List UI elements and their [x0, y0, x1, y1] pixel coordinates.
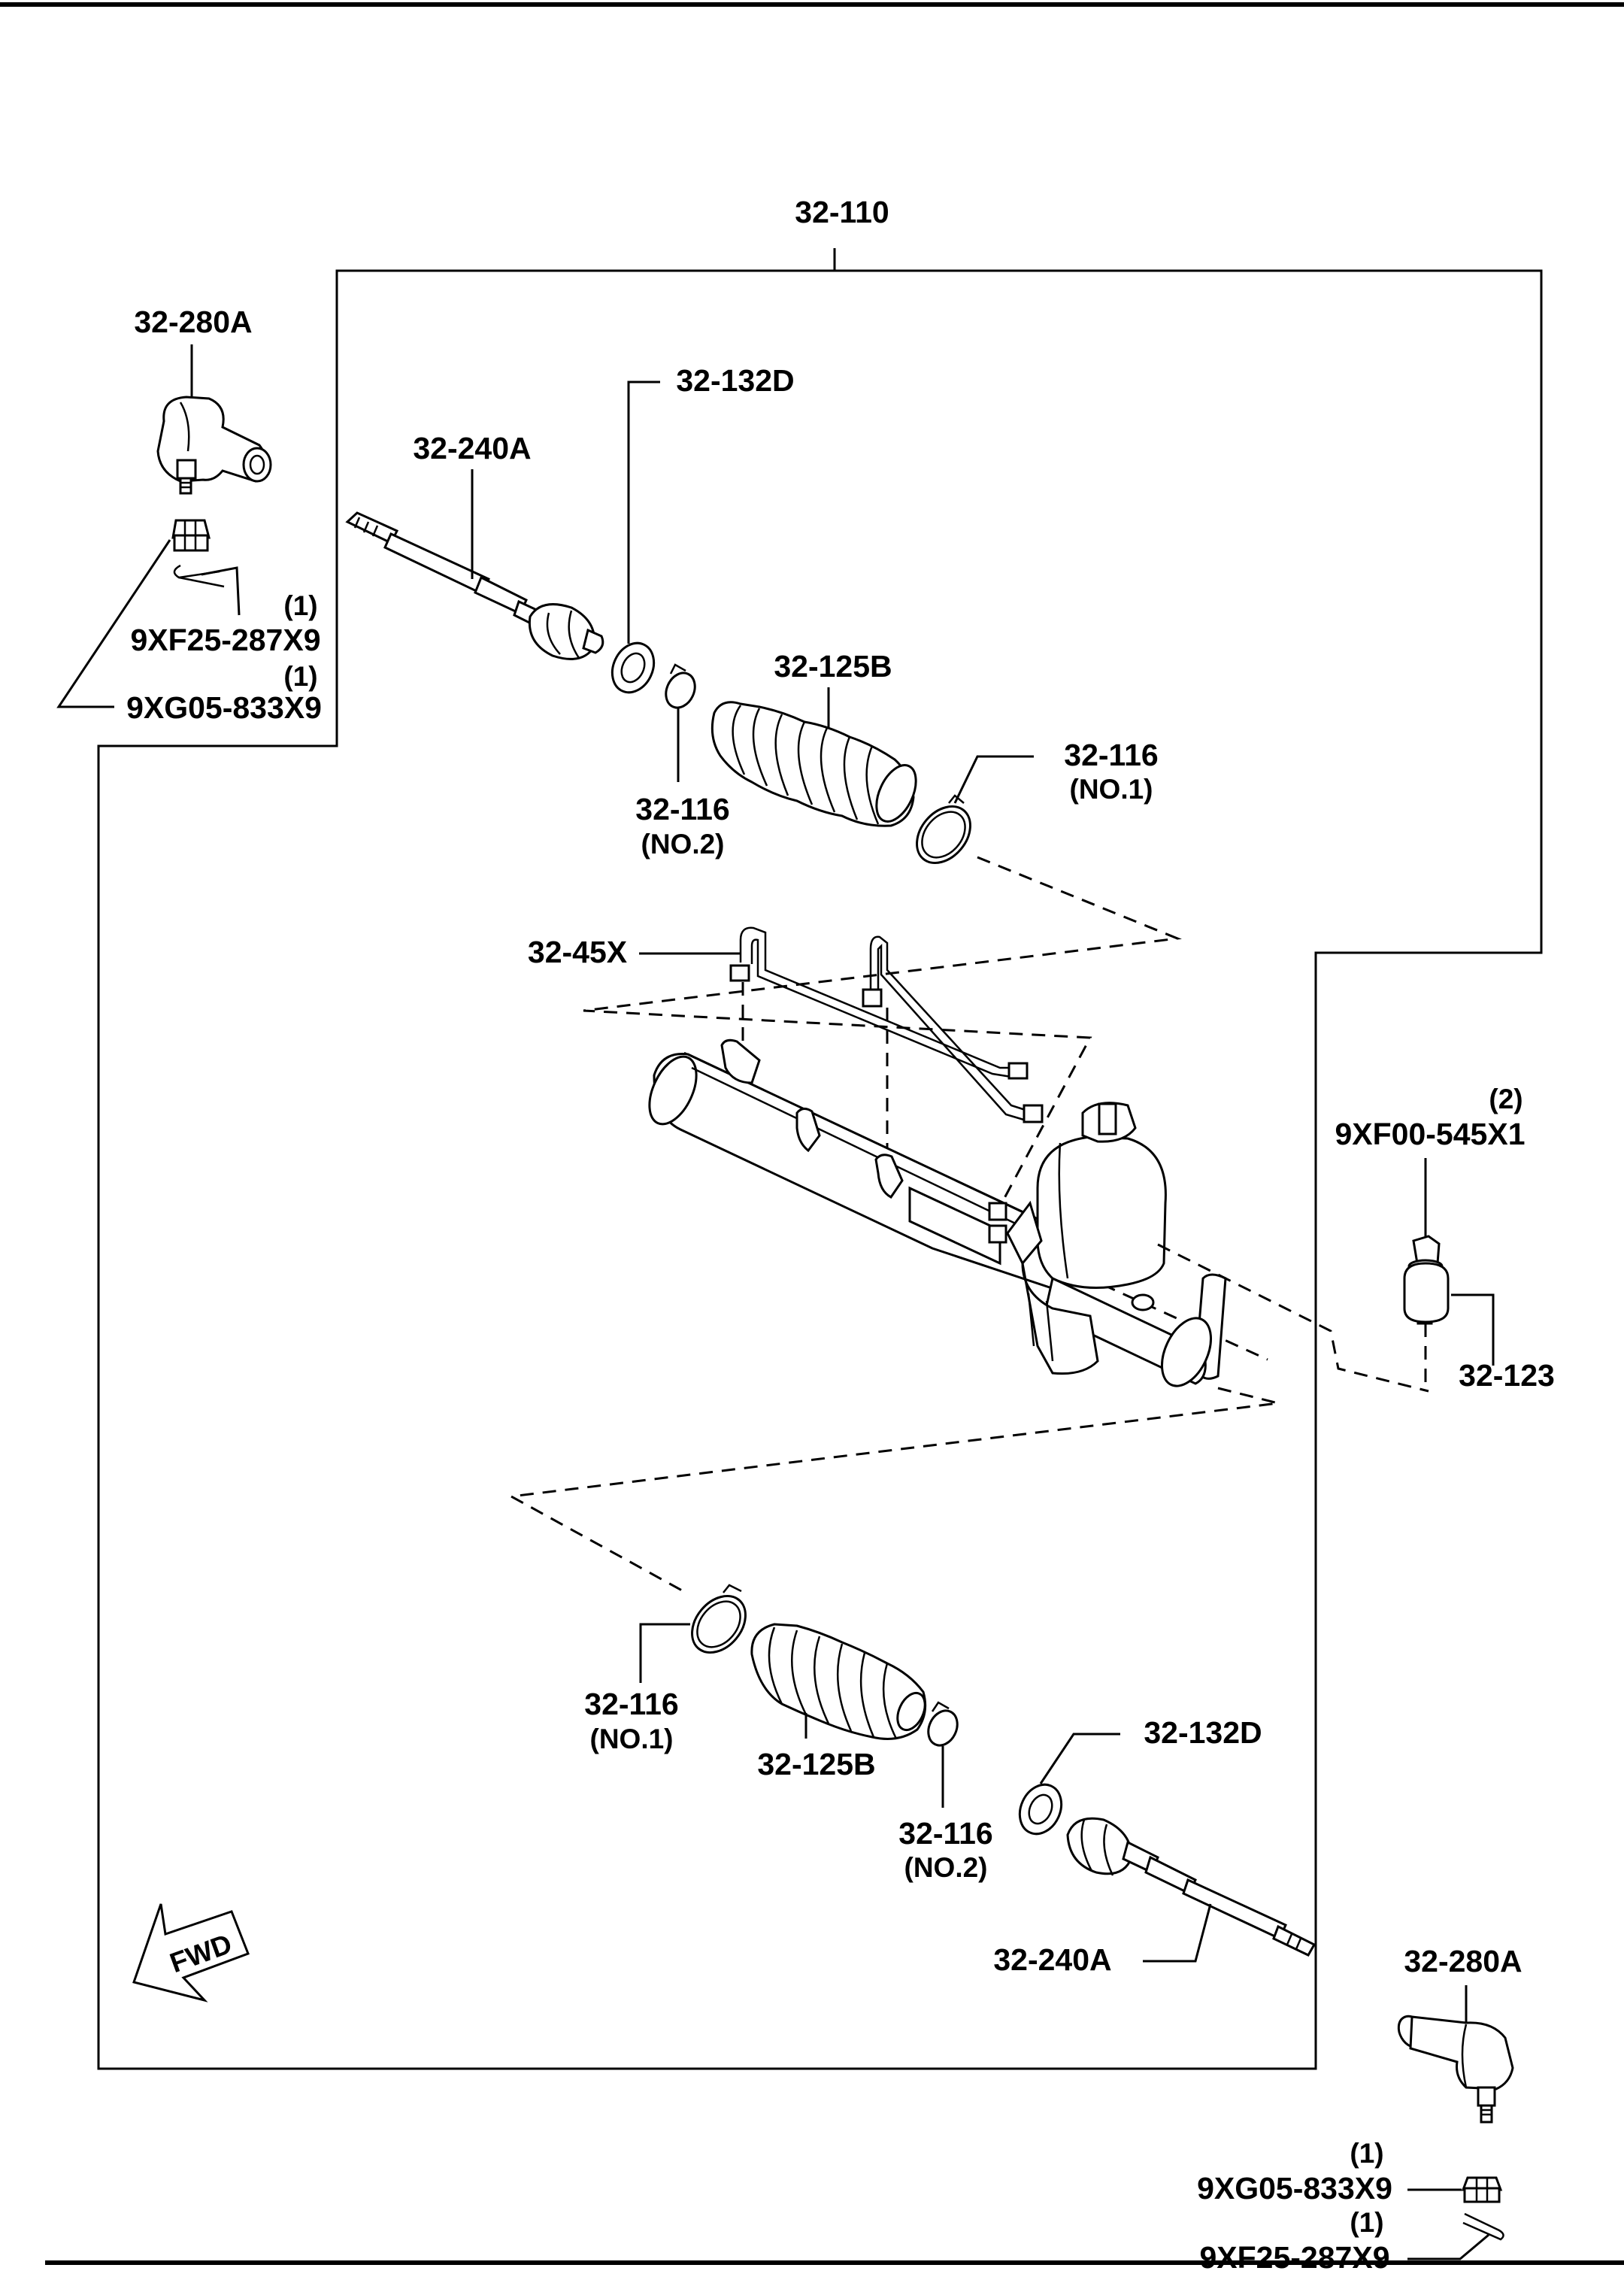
fwd-arrow-icon: FWD	[132, 1903, 250, 2003]
label-cotter-pin-upper: 9XF25-287X9	[130, 623, 320, 657]
leader-cotter-pin-lower	[1407, 2233, 1489, 2260]
pipe-set	[729, 926, 1044, 1123]
castle-nut-lower	[1461, 2176, 1503, 2203]
qty-nut-upper: (1)	[283, 661, 317, 692]
label-assembly: 32-110	[795, 195, 889, 229]
cotter-pin-upper	[173, 564, 225, 588]
clamp-upper-no2	[665, 663, 696, 709]
label-washer-lower: 32-132D	[1144, 1715, 1262, 1750]
qty-nut-lower: (1)	[1350, 2138, 1383, 2169]
leader-bushing	[1451, 1293, 1495, 1366]
note-clamp-upper-no2: (NO.2)	[641, 829, 725, 860]
mount-bushing	[1403, 1262, 1450, 1323]
clamp-lower-no2	[927, 1701, 959, 1747]
leader-tie-rod-lower	[1143, 1903, 1212, 1963]
label-bushing: 32-123	[1459, 1358, 1555, 1393]
alignment-upper	[583, 856, 1268, 1361]
clamp-upper-no1	[916, 794, 971, 865]
note-clamp-upper-no1: (NO.1)	[1070, 774, 1153, 805]
label-nut-upper: 9XG05-833X9	[126, 690, 322, 725]
label-clamp-lower-no2: 32-116	[898, 1816, 992, 1851]
cotter-pin-lower	[1462, 2212, 1504, 2241]
qty-bolt: (2)	[1489, 1084, 1522, 1114]
steering-gear-housing	[648, 1038, 1227, 1387]
label-nut-lower: 9XG05-833X9	[1197, 2171, 1392, 2206]
washer-lower	[1018, 1783, 1063, 1836]
label-clamp-upper-no2: 32-116	[635, 792, 729, 826]
leader-clamp-upper-no1	[953, 755, 1034, 804]
alignment-mount	[1157, 1243, 1429, 1393]
qty-cotter-pin-lower: (1)	[1350, 2207, 1383, 2238]
tie-rod-lower	[1066, 1817, 1316, 1957]
leader-nut-upper	[56, 539, 171, 708]
mount-bushing-part	[1404, 1265, 1448, 1322]
label-boot-upper: 32-125B	[774, 649, 892, 684]
label-washer-upper: 32-132D	[676, 363, 794, 398]
label-clamp-upper-no1: 32-116	[1064, 738, 1158, 772]
alignment-lower	[508, 1387, 1279, 1596]
label-boot-lower: 32-125B	[757, 1747, 875, 1781]
boot-upper	[710, 701, 917, 827]
tie-rod-upper	[345, 511, 604, 660]
label-cotter-pin-lower: 9XF25-287X9	[1199, 2240, 1389, 2275]
label-tie-rod-upper: 32-240A	[413, 431, 531, 465]
clamp-lower-no1	[691, 1584, 747, 1654]
label-tie-rod-lower: 32-240A	[993, 1942, 1111, 1977]
assembly-boundary	[97, 269, 1543, 2070]
note-clamp-lower-no2: (NO.2)	[904, 1852, 988, 1883]
leader-washer-lower	[1039, 1733, 1120, 1784]
leader-clamp-lower-no1	[639, 1623, 690, 1683]
label-tie-rod-end-lower: 32-280A	[1404, 1944, 1522, 1978]
tie-rod-end-lower	[1397, 2015, 1514, 2124]
washer-upper	[611, 641, 656, 694]
castle-nut-upper	[171, 519, 211, 552]
label-bolt: 9XF00-545X1	[1335, 1117, 1525, 1151]
label-clamp-lower-no1: 32-116	[584, 1687, 678, 1721]
label-tie-rod-end-upper: 32-280A	[134, 305, 252, 339]
tie-rod-end-upper	[156, 396, 272, 495]
note-clamp-lower-no1: (NO.1)	[590, 1724, 674, 1754]
label-pipe-set: 32-45X	[528, 935, 627, 969]
qty-cotter-pin-upper: (1)	[283, 590, 317, 621]
boot-lower	[750, 1623, 927, 1740]
leader-washer-upper	[627, 380, 660, 644]
leader-cotter-pin-upper	[201, 566, 241, 616]
